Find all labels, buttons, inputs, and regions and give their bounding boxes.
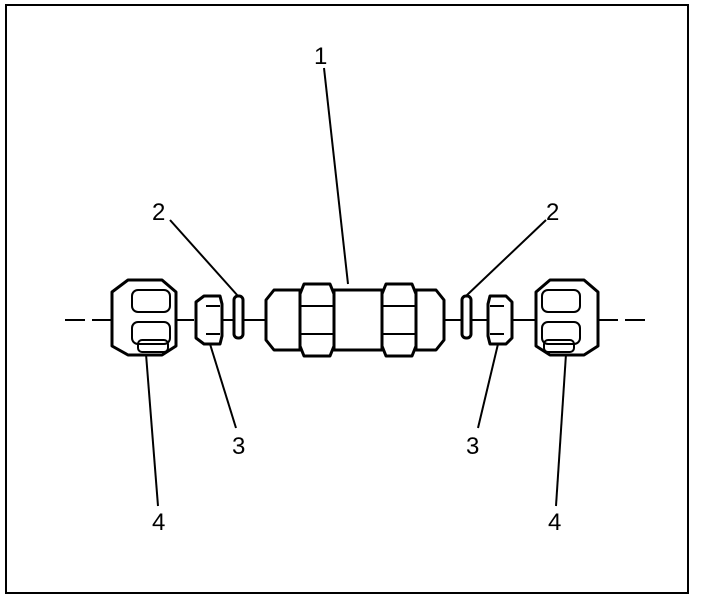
left-nut — [110, 278, 178, 357]
left-seal — [232, 294, 245, 340]
diagram-frame — [5, 4, 689, 594]
callout-2-left: 2 — [152, 199, 165, 226]
callout-4-left: 4 — [152, 509, 165, 536]
right-seal — [460, 294, 473, 340]
callout-4-right: 4 — [548, 509, 561, 536]
leader-lines — [145, 67, 567, 507]
callout-3-left: 3 — [232, 433, 245, 460]
center-fitting — [264, 282, 446, 358]
left-ferrule — [194, 294, 224, 346]
right-ferrule — [486, 294, 514, 346]
callout-1: 1 — [314, 43, 327, 70]
callout-3-right: 3 — [466, 433, 479, 460]
right-nut — [534, 278, 600, 357]
callout-2-right: 2 — [546, 199, 559, 226]
